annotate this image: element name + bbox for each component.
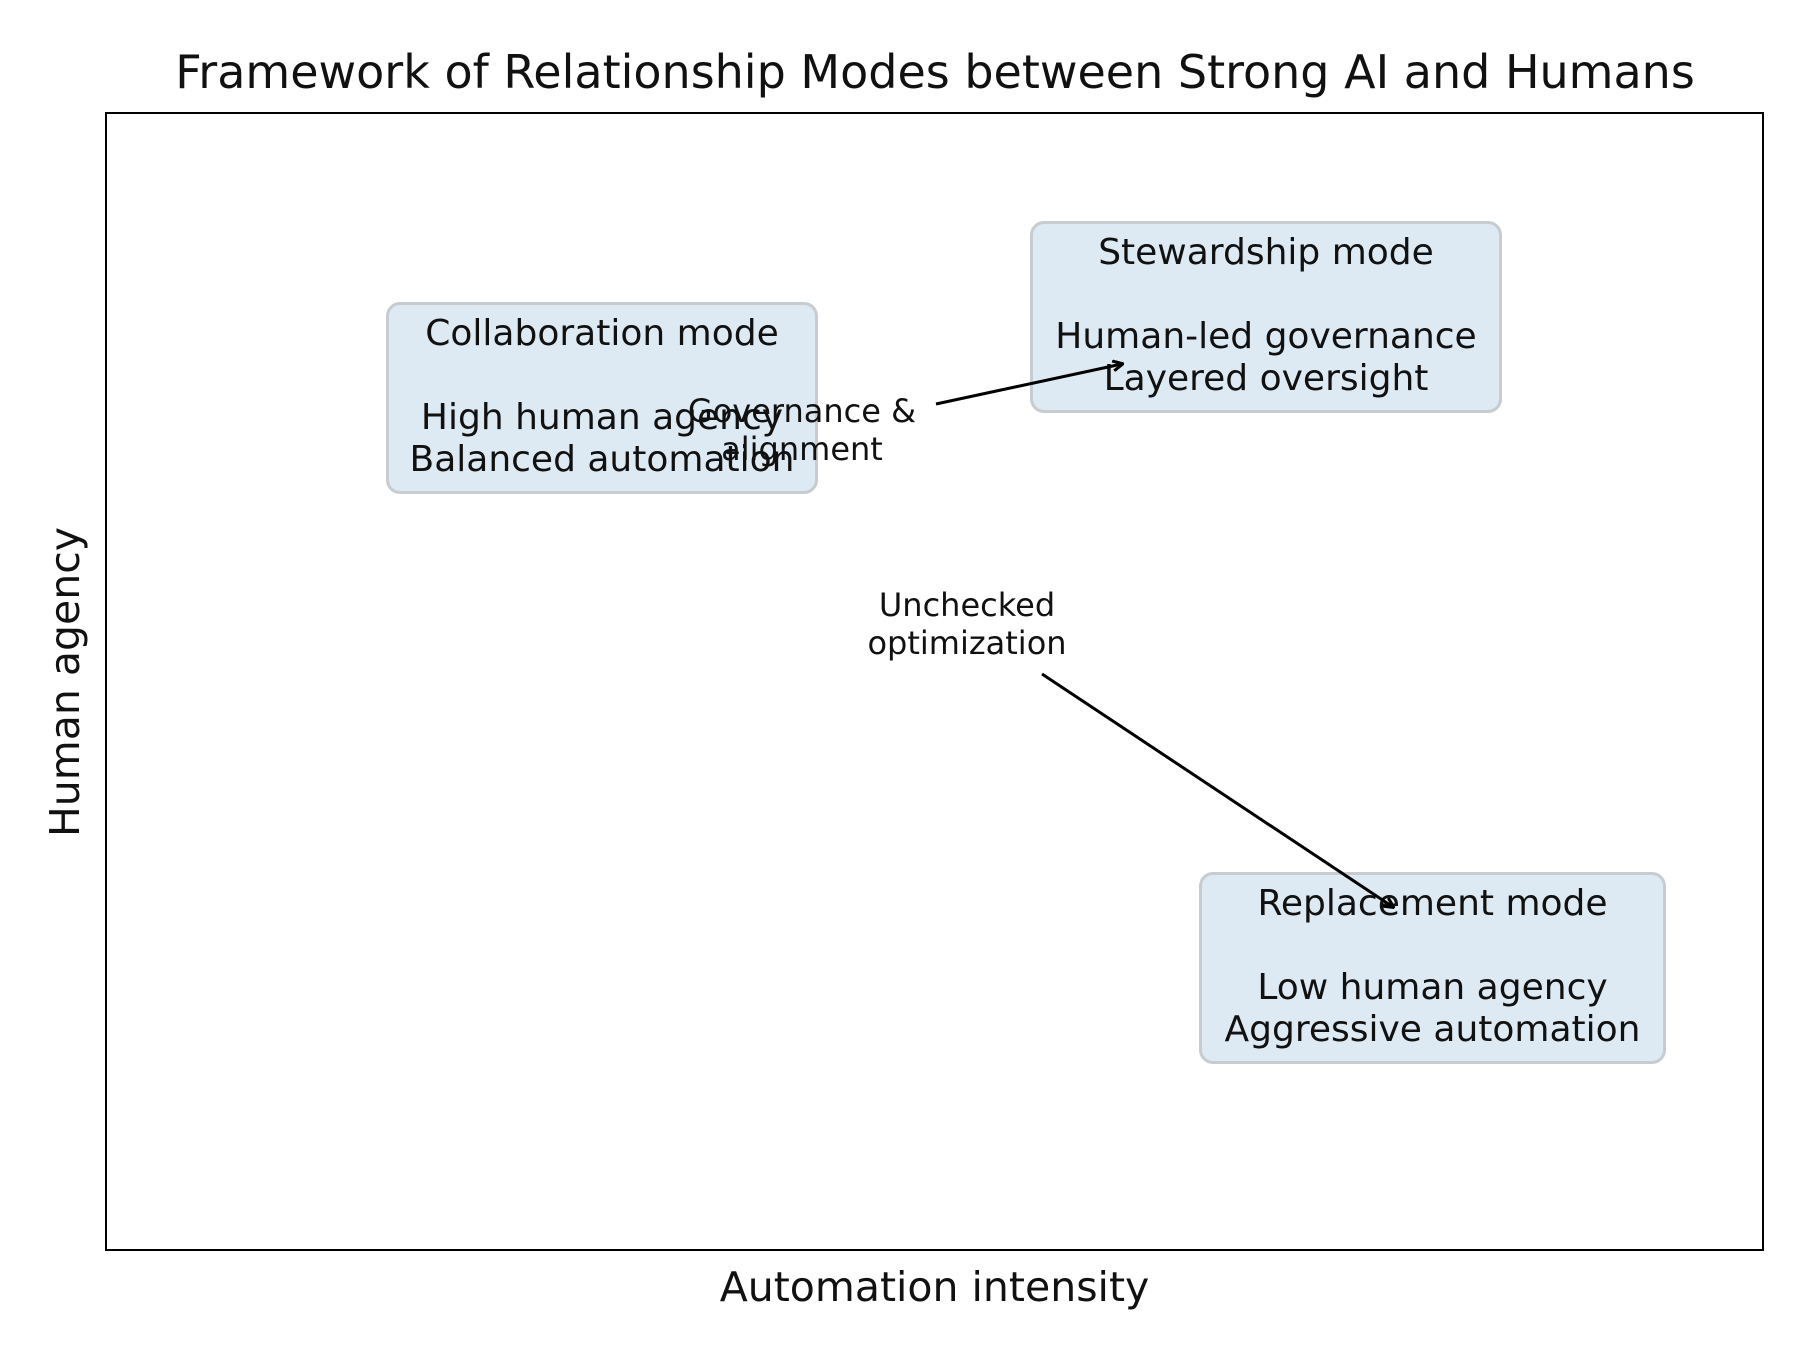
stewardship-mode-line-2: Layered oversight	[1103, 358, 1429, 399]
unchecked-optimization-arrow	[1041, 672, 1393, 907]
governance-label-line-1: Governance &	[687, 392, 917, 430]
replacement-mode-line-1: Low human agency	[1257, 967, 1608, 1008]
stewardship-mode-title: Stewardship mode	[1098, 232, 1434, 273]
collaboration-mode-box: Collaboration mode High human agency Bal…	[386, 302, 818, 494]
replacement-mode-line-2: Aggressive automation	[1224, 1009, 1641, 1050]
replacement-mode-title: Replacement mode	[1257, 883, 1608, 924]
governance-transition-label: Governance & alignment	[688, 392, 916, 468]
unchecked-label-line-2: optimization	[867, 624, 1067, 662]
x-axis-label: Automation intensity	[719, 1263, 1150, 1311]
plot-area	[105, 112, 1764, 1251]
governance-label-line-2: alignment	[721, 430, 883, 468]
replacement-mode-box: Replacement mode Low human agency Aggres…	[1199, 872, 1666, 1064]
collaboration-mode-line-2: Balanced automation	[409, 439, 795, 480]
collaboration-mode-title: Collaboration mode	[425, 313, 779, 354]
unchecked-label-line-1: Unchecked	[878, 586, 1056, 624]
stewardship-mode-line-1: Human-led governance	[1055, 316, 1477, 357]
unchecked-transition-label: Unchecked optimization	[867, 586, 1066, 662]
governance-arrow	[935, 364, 1122, 406]
collaboration-mode-line-1: High human agency	[420, 397, 784, 438]
diagram-title: Framework of Relationship Modes between …	[175, 45, 1695, 99]
stewardship-mode-box: Stewardship mode Human-led governance La…	[1030, 221, 1502, 413]
